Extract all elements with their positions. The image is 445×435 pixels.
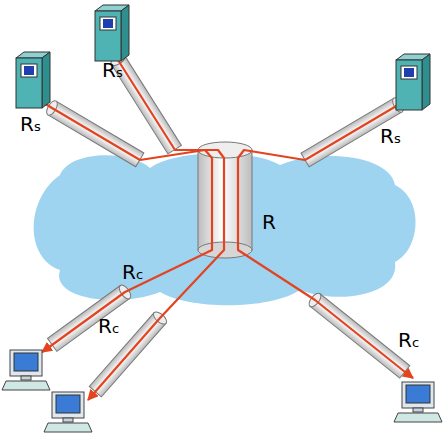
rate-label: Rs <box>20 114 41 134</box>
client-computer <box>44 392 92 432</box>
traffic-flow <box>88 52 224 400</box>
client-computer <box>2 350 50 390</box>
rate-label: Rs <box>380 126 401 146</box>
server-icon <box>396 54 430 110</box>
rate-label: R <box>262 212 276 232</box>
client-computer <box>394 382 442 422</box>
traffic-flows <box>33 52 413 400</box>
server-icon <box>95 5 129 61</box>
rate-label: Rc <box>122 262 143 282</box>
server-icon <box>16 52 50 108</box>
rate-label: Rc <box>398 330 419 350</box>
rate-label: Rs <box>102 60 123 80</box>
traffic-flow <box>238 96 413 378</box>
traffic-flow <box>33 96 212 352</box>
rate-label: Rc <box>98 316 119 336</box>
